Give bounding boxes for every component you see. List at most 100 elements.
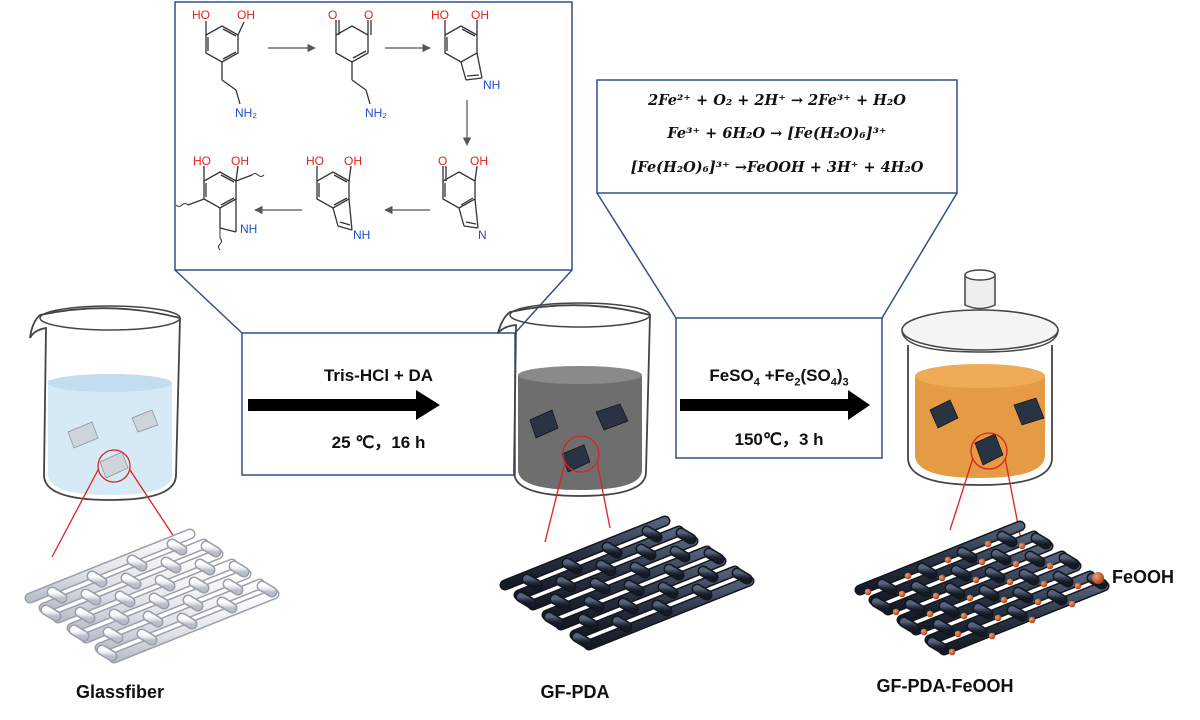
feooh-particle: [944, 556, 952, 564]
fiber-strand: [258, 582, 276, 596]
polymerization-mechanism: HO OH NH₂ O O NH₂ HO OH NH O OH N HO OH …: [174, 1, 573, 334]
fiber-strand: [144, 612, 162, 626]
feooh-particle: [904, 572, 912, 580]
reagent-part: +Fe: [759, 366, 795, 385]
reagent-part: ): [836, 366, 843, 385]
fiber-strand: [168, 540, 186, 554]
fiber-strand: [98, 646, 116, 660]
fiber-strand: [1048, 590, 1066, 604]
label-o-2a: O: [328, 8, 337, 22]
feooh-particle: [984, 540, 992, 548]
feooh-particle: [1040, 580, 1048, 588]
fiber-strand: [912, 582, 930, 596]
label-oh-3: OH: [471, 8, 489, 22]
feooh-particle: [960, 612, 968, 620]
fiber-strand: [958, 548, 976, 562]
fiber-strand: [88, 572, 106, 586]
label-n-4: N: [478, 228, 487, 242]
fiber-strand: [613, 617, 631, 631]
feooh-particle: [1006, 578, 1014, 586]
label-ho-5: HO: [306, 154, 324, 168]
fiber-strand: [872, 598, 890, 612]
label-o-4: O: [438, 154, 447, 168]
fiber-strand: [631, 563, 649, 577]
fiber-strand: [48, 588, 66, 602]
step1-conditions: 25 ℃，16 h: [331, 433, 426, 452]
fiber-strand: [196, 560, 214, 574]
fiber-strand: [643, 527, 661, 541]
dihydroxyindole-molecule: [316, 165, 353, 231]
dopaminechrome-molecule: [442, 165, 479, 229]
fiber-strand: [625, 581, 643, 595]
fiber-strand: [946, 584, 964, 598]
label-ho-3: HO: [431, 8, 449, 22]
feooh-particle: [966, 594, 974, 602]
feooh-particle: [1012, 560, 1020, 568]
fiber-strand: [162, 558, 180, 572]
fiber-strand: [980, 586, 998, 600]
reagent-part: (SO: [800, 366, 831, 385]
label-oh-5: OH: [344, 154, 362, 168]
fiber-strand: [597, 561, 615, 575]
feooh-particle: [1046, 562, 1054, 570]
equation-1: 2Fe²⁺ + O₂ + 2H⁺ → 2Fe³⁺ + H₂O: [648, 92, 906, 109]
fiber-strand: [918, 564, 936, 578]
label-o-2b: O: [364, 8, 373, 22]
reagent-sub: 4: [830, 376, 837, 389]
fiber-strand: [1008, 606, 1026, 620]
label-oh-1: OH: [237, 8, 255, 22]
fiber-strand: [42, 606, 60, 620]
dopamine-molecule: [205, 21, 245, 105]
fiber-strand: [856, 522, 1024, 594]
fiber-strand: [693, 585, 711, 599]
glassfiber-fabric: [24, 528, 280, 664]
fiber-strand: [184, 596, 202, 610]
feooh-particle: [864, 588, 872, 596]
fiber-strand: [974, 604, 992, 618]
gf-pda-fabric: [499, 515, 755, 651]
fiber-strand: [202, 542, 220, 556]
dopamine-quinone-molecule: [335, 20, 372, 105]
fiber-strand: [934, 620, 952, 634]
feooh-particle: [1028, 616, 1036, 624]
feooh-particle: [938, 574, 946, 582]
fiber-strand: [1020, 570, 1038, 584]
fiber-strand: [573, 633, 591, 647]
fiber-strand: [82, 590, 100, 604]
fiber-strand: [190, 578, 208, 592]
label-ho-6: HO: [193, 154, 211, 168]
fiber-strand: [699, 567, 717, 581]
label-oh-6: OH: [231, 154, 249, 168]
fiber-strand: [218, 598, 236, 612]
fiber-strand: [591, 579, 609, 593]
feooh-particle: [988, 632, 996, 640]
equation-2: Fe³⁺ + 6H₂O → [Fe(H₂O)₆]³⁺: [667, 125, 887, 142]
fiber-strand: [70, 626, 88, 640]
fiber-strand: [116, 592, 134, 606]
fiber-strand: [585, 597, 603, 611]
fiber-strand: [677, 529, 695, 543]
fiber-strand: [557, 577, 575, 591]
feooh-particle: [1068, 600, 1076, 608]
mechanism-arrows: [254, 43, 472, 215]
fiber-strand: [900, 618, 918, 632]
fiber-strand: [1054, 572, 1072, 586]
fiber-strand: [122, 574, 140, 588]
fiber-strand: [906, 600, 924, 614]
fiber-strand: [1014, 588, 1032, 602]
fiber-strand: [104, 628, 122, 642]
fiber-strand: [1026, 552, 1044, 566]
label-nh-6: NH: [240, 222, 257, 236]
label-gf-pda-feooh: GF-PDA-FeOOH: [876, 676, 1014, 696]
fiber-strand: [150, 594, 168, 608]
equations-box: 2Fe²⁺ + O₂ + 2H⁺ → 2Fe³⁺ + H₂O Fe³⁺ + 6H…: [597, 80, 957, 193]
glassfiber-swatch: [67, 409, 159, 479]
label-ho-1: HO: [192, 8, 210, 22]
leucodopaminechrome-molecule: [444, 20, 483, 81]
feooh-particle: [948, 648, 956, 656]
fiber-strand: [563, 559, 581, 573]
fiber-strand: [523, 575, 541, 589]
step1-reagents: Tris-HCl + DA: [323, 366, 434, 385]
fiber-strand: [671, 547, 689, 561]
fiber-strand: [637, 545, 655, 559]
